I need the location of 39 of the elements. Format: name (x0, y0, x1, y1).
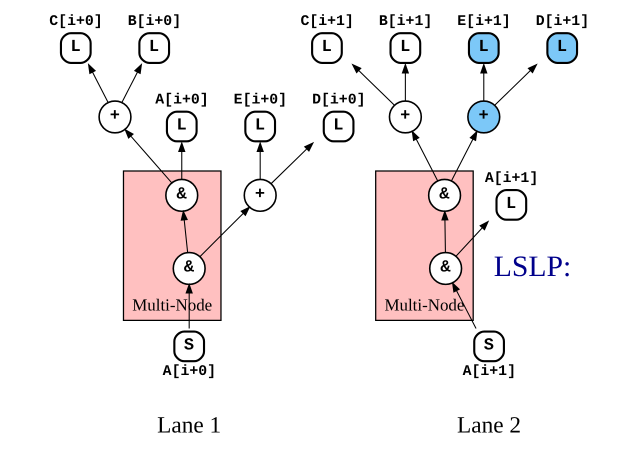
node-circle: & (428, 252, 462, 286)
arrow (87, 63, 108, 102)
node-label: C[i+0] (48, 14, 102, 30)
node-circle: & (164, 178, 198, 212)
arrow (256, 141, 264, 180)
node-circle: + (98, 100, 132, 134)
label: Lane 2 (456, 412, 521, 438)
arrow (178, 141, 185, 180)
node-label: E[i+1] (456, 14, 510, 30)
node-circle: & (172, 252, 206, 286)
arrow (494, 63, 538, 106)
arrow (401, 62, 409, 101)
label: LSLP: (493, 250, 571, 283)
node-label: A[i+0] (162, 364, 216, 380)
arrow (450, 130, 478, 181)
arrow (455, 220, 489, 257)
node-label: B[i+1] (378, 14, 432, 30)
arrow (199, 206, 250, 257)
arrow (350, 63, 394, 106)
arrow (480, 62, 487, 101)
node-label: C[i+1] (300, 14, 354, 30)
node-label: E[i+0] (233, 92, 287, 108)
arrow (124, 128, 172, 184)
arrow (411, 130, 438, 181)
arrow (440, 210, 448, 252)
arrow (270, 142, 314, 184)
node-circle: + (466, 100, 500, 134)
node-label: A[i+0] (154, 92, 208, 108)
node-label: D[i+1] (535, 14, 589, 30)
node-label: B[i+0] (127, 14, 181, 30)
node-circle: & (427, 178, 461, 212)
label: Lane 1 (156, 412, 221, 438)
node-label: D[i+0] (312, 92, 365, 108)
node-circle: + (388, 100, 422, 134)
arrow (180, 210, 188, 252)
node-circle: + (243, 178, 276, 212)
node-label: A[i+1] (462, 364, 516, 380)
node-label: A[i+1] (484, 170, 538, 187)
arrow (121, 63, 142, 102)
